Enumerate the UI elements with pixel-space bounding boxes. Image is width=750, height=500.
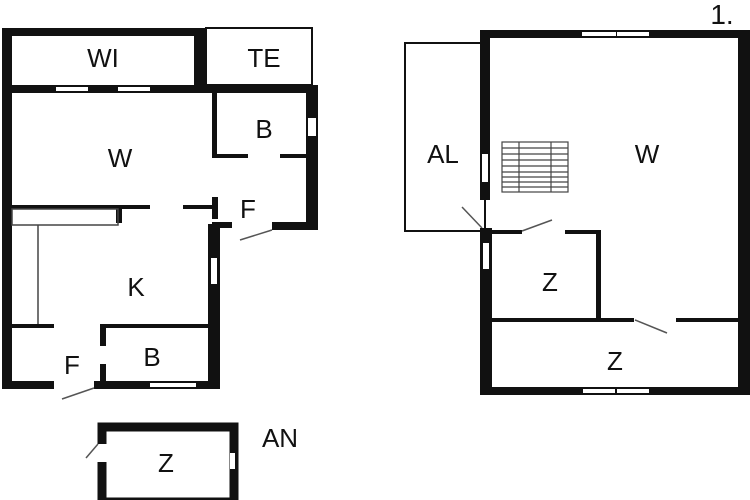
wall — [272, 222, 318, 230]
wall — [100, 324, 212, 328]
door-opening — [97, 444, 107, 462]
door-swing — [61, 387, 95, 400]
door-swing — [634, 319, 668, 334]
room-label-f: F — [64, 350, 80, 380]
window — [617, 389, 649, 393]
room-label-z: Z — [607, 346, 623, 376]
wall — [212, 197, 218, 219]
annex: Z AN — [85, 422, 298, 500]
wall — [280, 154, 308, 158]
wall — [738, 30, 750, 394]
window — [582, 32, 616, 36]
door-swing — [461, 206, 483, 229]
window — [308, 118, 316, 136]
wall — [212, 154, 248, 158]
window — [150, 383, 196, 387]
window — [583, 389, 615, 393]
wall — [2, 85, 318, 93]
room-label-z: Z — [158, 448, 174, 478]
room-label-b: B — [143, 342, 160, 372]
window — [483, 243, 489, 269]
window — [230, 453, 235, 469]
balcony-outline — [404, 42, 486, 232]
upper-floor: AL W Z Z 1. — [404, 0, 750, 395]
annex-label: AN — [262, 423, 298, 453]
wall — [490, 230, 522, 234]
wall — [100, 324, 106, 346]
ground-floor: WI TE W B F K F B — [2, 27, 318, 400]
wall — [480, 228, 492, 394]
wall — [12, 324, 54, 328]
window — [118, 87, 150, 91]
wall — [194, 28, 206, 88]
wall — [2, 381, 54, 389]
room-label-w: W — [108, 143, 133, 173]
room-label-z: Z — [542, 267, 558, 297]
window — [482, 154, 488, 182]
room-label-wi: WI — [87, 43, 119, 73]
wall — [208, 224, 220, 388]
wall — [212, 222, 232, 228]
wall — [2, 28, 12, 388]
wall — [212, 90, 217, 158]
counter — [11, 208, 119, 226]
staircase — [501, 141, 569, 193]
window — [211, 258, 217, 284]
wall — [596, 230, 601, 322]
room-label-b: B — [255, 114, 272, 144]
door-swing — [239, 229, 273, 241]
room-label-w: W — [635, 139, 660, 169]
wall — [565, 230, 601, 234]
wall — [12, 205, 150, 209]
floor-label: 1. — [710, 0, 733, 30]
room-label-k: K — [127, 272, 145, 302]
room-label-al: AL — [427, 139, 459, 169]
room-label-f: F — [240, 194, 256, 224]
wall — [100, 364, 106, 388]
window — [617, 32, 649, 36]
door-swing — [521, 219, 553, 232]
wall — [676, 318, 740, 322]
room-label-te: TE — [247, 43, 280, 73]
wall — [183, 205, 215, 209]
wall — [2, 28, 206, 36]
window — [56, 87, 88, 91]
wall — [116, 205, 122, 223]
wall — [480, 30, 490, 200]
wall — [490, 318, 634, 322]
door-swing — [85, 443, 99, 459]
